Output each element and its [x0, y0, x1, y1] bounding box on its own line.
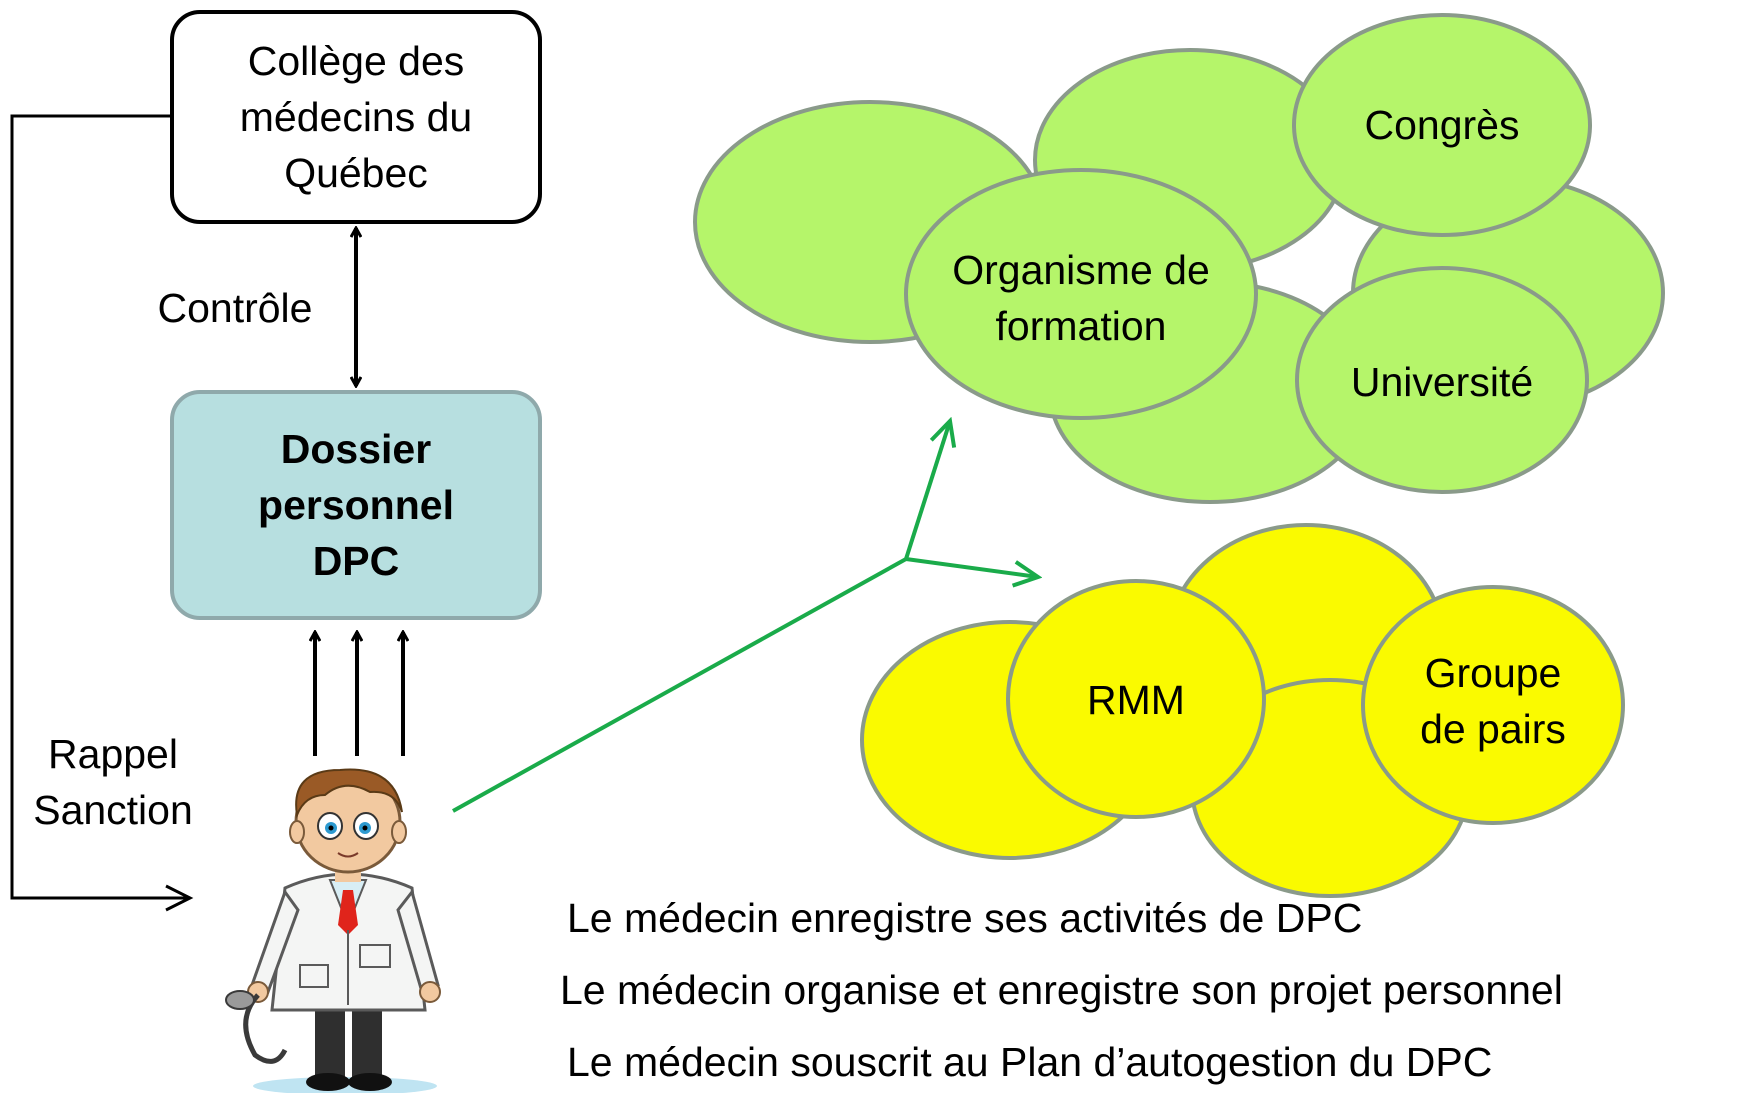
statement-1: Le médecin enregistre ses activités de D…	[567, 895, 1363, 941]
rappel-sanction-connector	[10, 114, 194, 912]
statement-3: Le médecin souscrit au Plan d’autogestio…	[567, 1039, 1493, 1085]
college-label: Collège des médecins du Québec	[239, 38, 473, 196]
rappel-sanction-label: Rappel Sanction	[33, 731, 193, 833]
statement-2: Le médecin organise et enregistre son pr…	[560, 967, 1563, 1013]
doctor-icon	[225, 768, 441, 1093]
dossier-label: Dossier personnel DPC	[258, 426, 454, 584]
groupe-label: Groupe de pairs	[1420, 650, 1566, 752]
controle-label: Contrôle	[157, 285, 313, 331]
congres-ellipse	[1292, 13, 1592, 237]
groupe-ellipse	[1361, 585, 1625, 825]
green-arrow-to-pairs	[905, 557, 1038, 577]
organisme-label: Organisme de formation	[952, 247, 1210, 349]
yellow-cluster	[860, 523, 1625, 898]
green-cluster	[693, 13, 1665, 504]
universite-ellipse	[1295, 266, 1589, 494]
congres-label: Congrès	[1364, 102, 1520, 148]
green-arrow-to-formation	[904, 421, 950, 560]
universite-label: Université	[1350, 359, 1534, 405]
green-arrow-trunk	[452, 557, 907, 813]
dossier-box: Dossier personnel DPC	[170, 390, 542, 620]
rmm-ellipse	[1006, 579, 1266, 819]
organisme-ellipse	[904, 168, 1258, 420]
college-box: Collège des médecins du Québec	[170, 10, 542, 224]
rmm-label: RMM	[1087, 677, 1185, 723]
